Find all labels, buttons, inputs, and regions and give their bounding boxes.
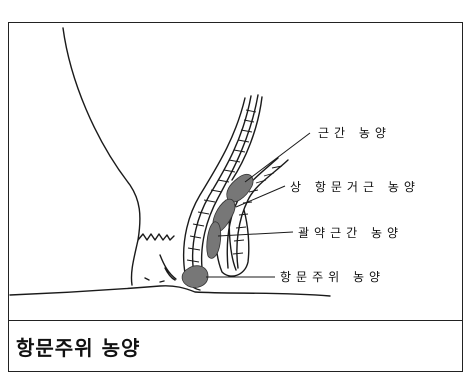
- label-supralevator-abscess: 상 항문거근 농양: [290, 178, 420, 195]
- abscess-intersphincteric: [207, 222, 221, 259]
- abscess-perianal: [182, 266, 208, 288]
- label-perianal-abscess: 항문주위 농양: [280, 268, 385, 285]
- figure-caption: 항문주위 농양: [16, 332, 140, 361]
- label-intersphincteric-abscess: 괄약근간 농양: [298, 224, 403, 241]
- label-intermuscular-abscess: 근간 농양: [318, 124, 391, 141]
- skin-line: [10, 286, 330, 296]
- anal-skin-ruffle: [138, 234, 174, 240]
- leader-intermuscular: [245, 133, 310, 182]
- buttock-contour: [63, 28, 140, 285]
